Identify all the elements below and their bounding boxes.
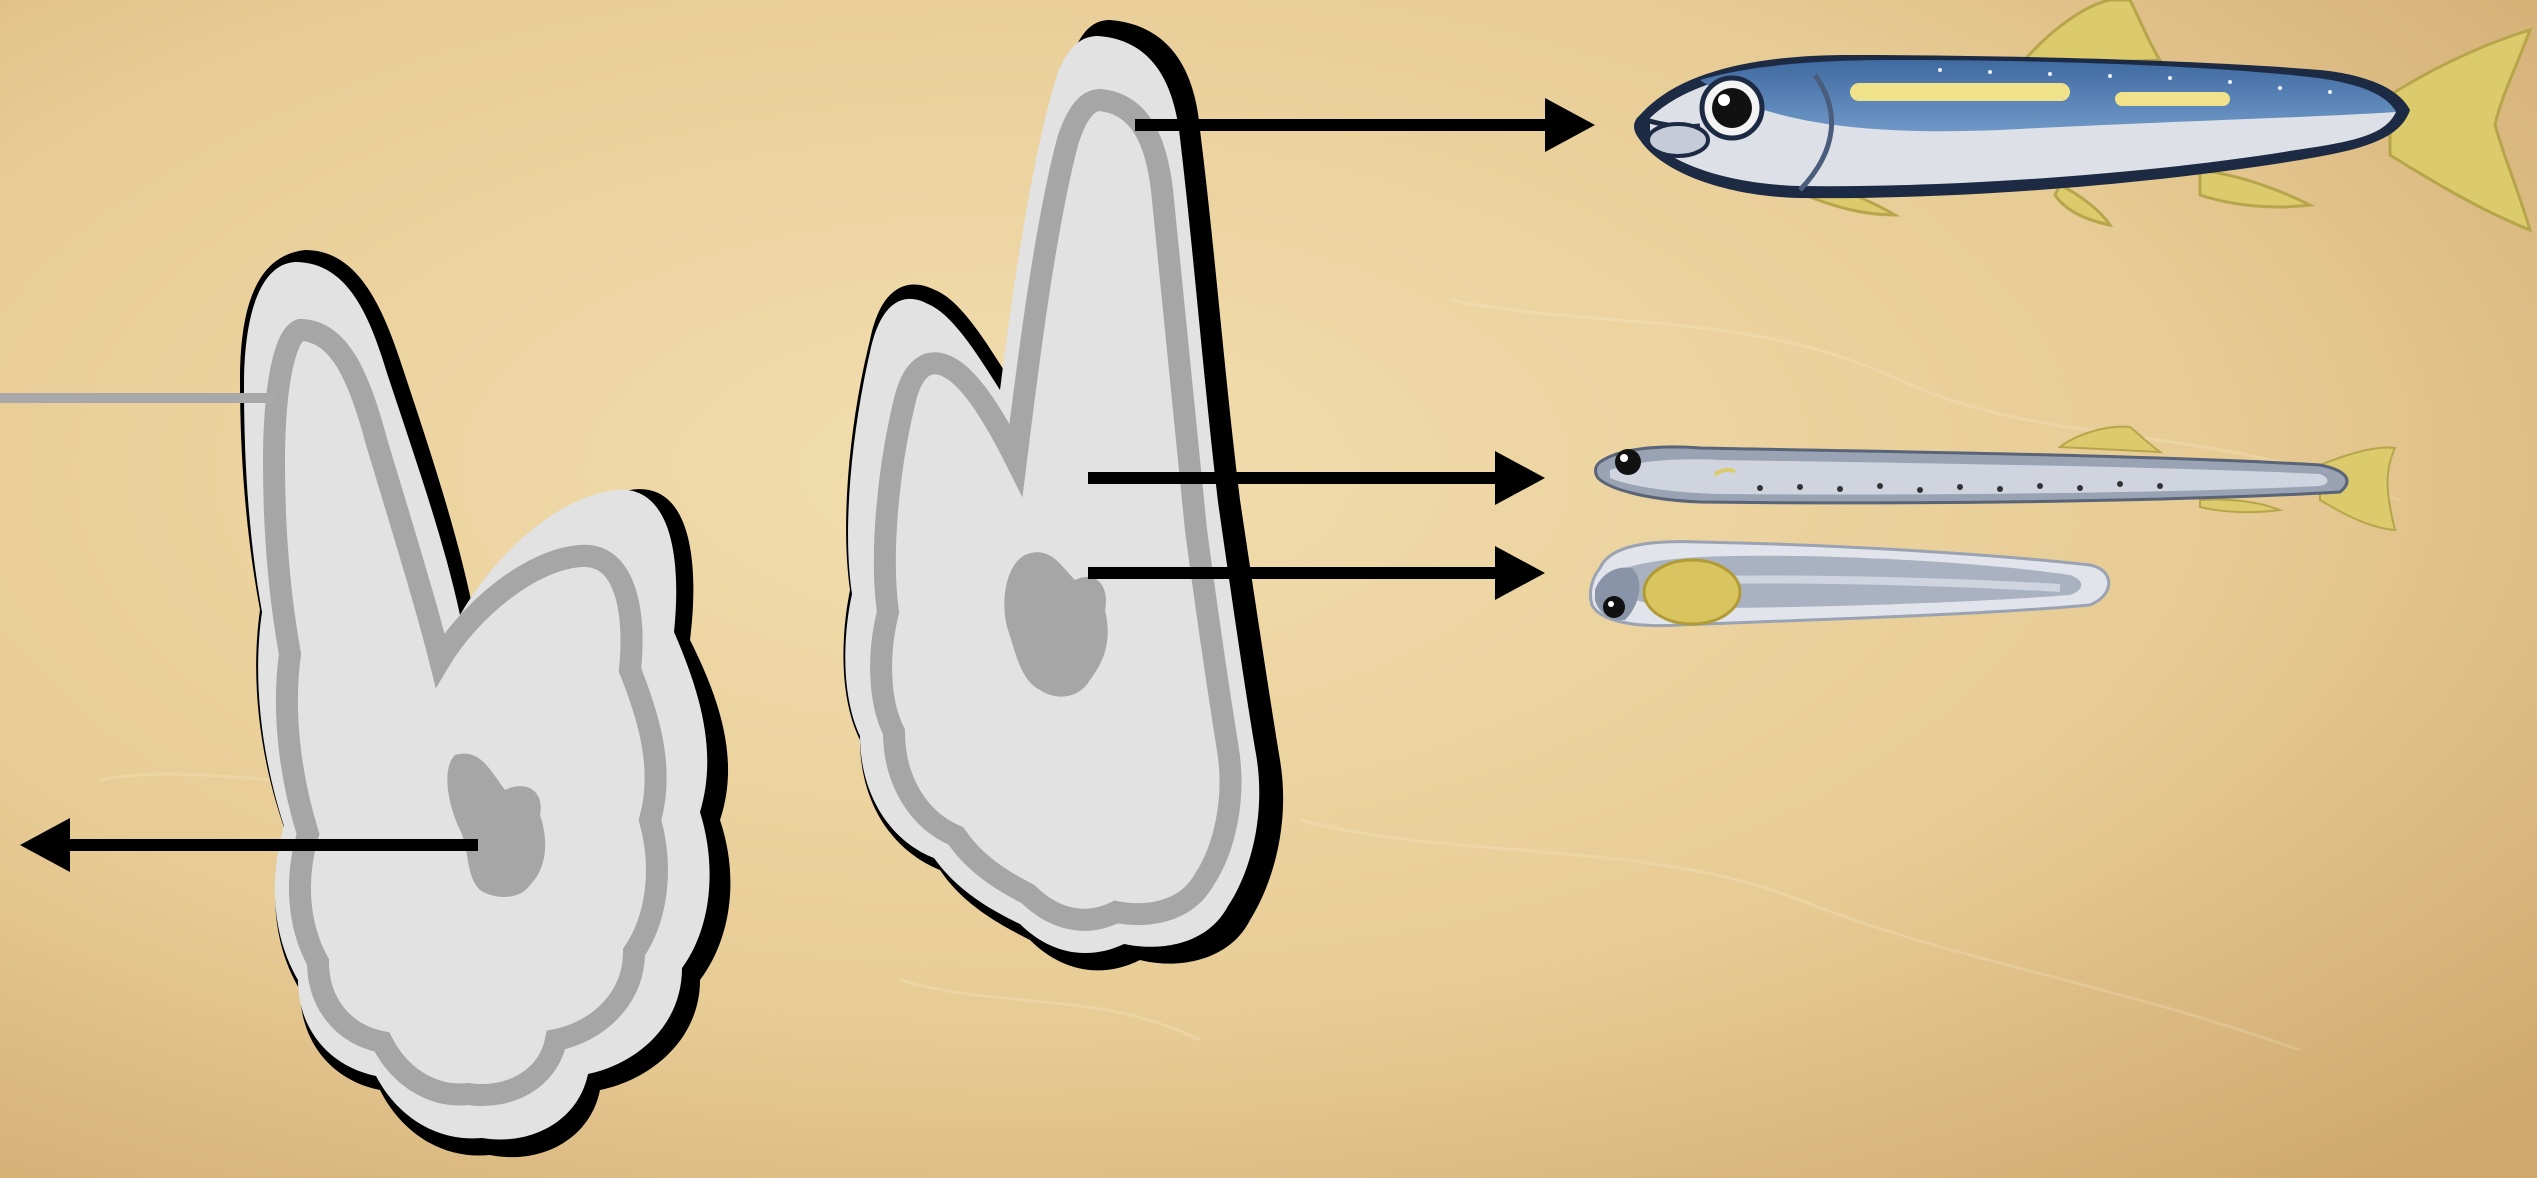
juvenile-fish-eye [1615, 449, 1641, 475]
yolk-sac [1644, 560, 1740, 624]
larva-eye [1603, 596, 1625, 618]
